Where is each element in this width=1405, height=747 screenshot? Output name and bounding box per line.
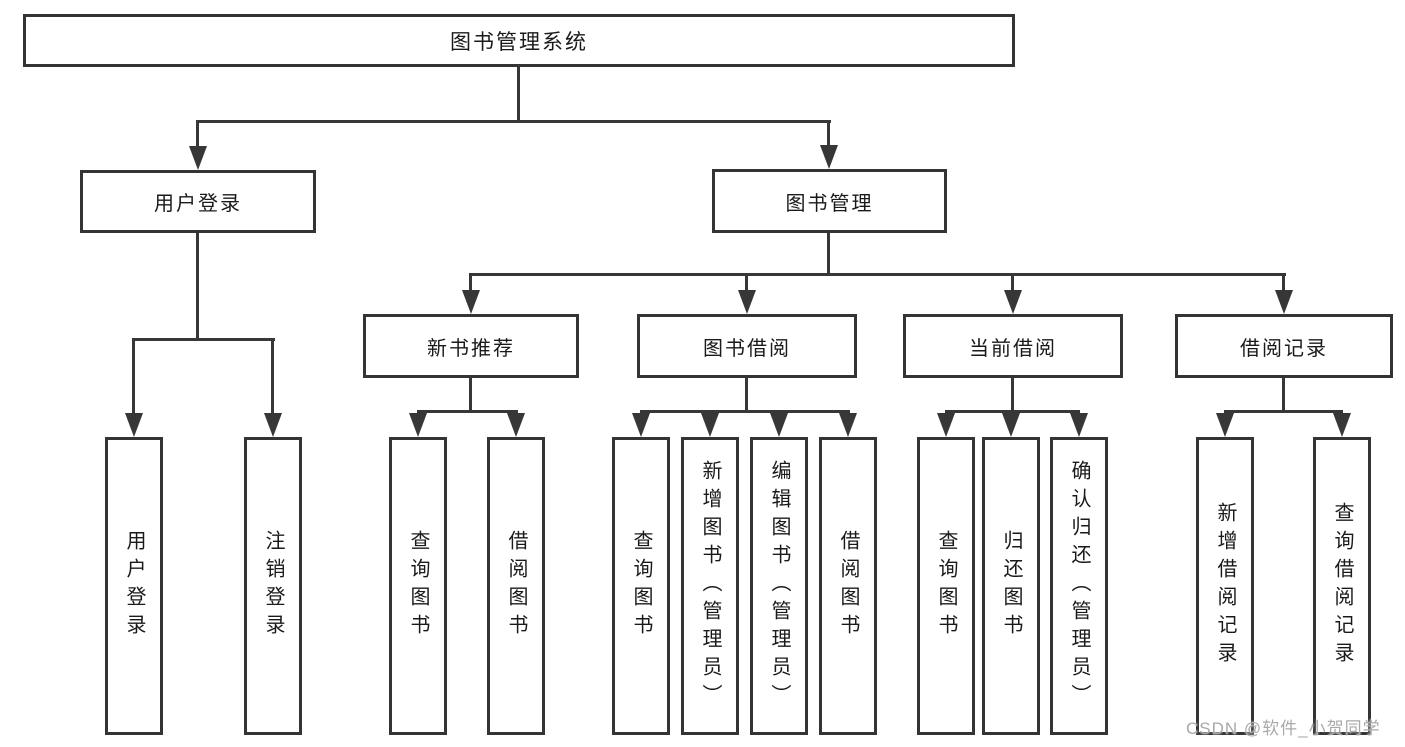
node-user-login-label: 用户登录 bbox=[154, 193, 242, 215]
connector-l3-stem bbox=[745, 273, 748, 292]
leaf-add-borrow-record: 新增借阅记录 bbox=[1196, 437, 1254, 735]
leaf-user-login-label: 用户登录 bbox=[123, 530, 145, 642]
leaf-add-book-admin-label: 新增图书（管理员） bbox=[699, 460, 721, 712]
arrowhead-down-icon bbox=[701, 413, 719, 437]
arrowhead-down-icon bbox=[1275, 290, 1293, 314]
arrowhead-down-icon bbox=[462, 290, 480, 314]
arrowhead-down-icon bbox=[839, 413, 857, 437]
arrowhead-down-icon bbox=[1333, 413, 1351, 437]
connector-leaf-stem bbox=[271, 338, 274, 415]
csdn-watermark: CSDN @软件_小贺同学 bbox=[1186, 719, 1381, 738]
leaf-add-book-admin: 新增图书（管理员） bbox=[681, 437, 739, 735]
node-borrowing-records: 借阅记录 bbox=[1175, 314, 1393, 378]
connector-user-login-split-hline bbox=[132, 338, 275, 341]
node-book-management-label: 图书管理 bbox=[785, 192, 874, 215]
node-new-book-recommend-label: 新书推荐 bbox=[427, 337, 515, 360]
node-current-borrowing-label: 当前借阅 bbox=[969, 337, 1057, 360]
leaf-return-book-label: 归还图书 bbox=[1000, 530, 1022, 642]
connector-split-vline bbox=[745, 378, 748, 410]
connector-split-vline bbox=[1011, 378, 1014, 410]
arrowhead-down-icon bbox=[1002, 413, 1020, 437]
leaf-query-borrow-record-label: 查询借阅记录 bbox=[1331, 502, 1353, 670]
connector-book-mgmt-stem bbox=[827, 120, 830, 147]
arrowhead-down-icon bbox=[632, 413, 650, 437]
connector-book-mgmt-vline bbox=[827, 233, 830, 273]
connector-split-hline bbox=[640, 410, 850, 413]
connector-l3-stem bbox=[1011, 273, 1014, 292]
leaf-query-books-recommend-label: 查询图书 bbox=[407, 530, 429, 642]
leaf-logout: 注销登录 bbox=[244, 437, 302, 735]
connector-split-hline bbox=[945, 410, 1080, 413]
arrowhead-down-icon bbox=[507, 413, 525, 437]
leaf-query-books-current-label: 查询图书 bbox=[935, 530, 957, 642]
leaf-add-borrow-record-label: 新增借阅记录 bbox=[1214, 502, 1236, 670]
leaf-logout-label: 注销登录 bbox=[262, 530, 284, 642]
arrowhead-down-icon bbox=[125, 413, 143, 437]
leaf-edit-book-admin: 编辑图书（管理员） bbox=[750, 437, 808, 735]
leaf-borrow-books-label: 借阅图书 bbox=[837, 530, 859, 642]
connector-split-vline bbox=[469, 378, 472, 410]
connector-l3-stem bbox=[1282, 273, 1285, 292]
leaf-borrow-books-recommend: 借阅图书 bbox=[487, 437, 545, 735]
connector-level2-hline bbox=[196, 120, 831, 123]
node-borrowing-records-label: 借阅记录 bbox=[1240, 337, 1328, 360]
node-book-borrowing: 图书借阅 bbox=[637, 314, 857, 378]
leaf-user-login: 用户登录 bbox=[105, 437, 163, 735]
arrowhead-down-icon bbox=[189, 146, 207, 170]
arrowhead-down-icon bbox=[820, 145, 838, 169]
node-new-book-recommend: 新书推荐 bbox=[363, 314, 579, 378]
connector-l3-stem bbox=[469, 273, 472, 292]
leaf-query-books-recommend: 查询图书 bbox=[389, 437, 447, 735]
leaf-confirm-return-admin-label: 确认归还（管理员） bbox=[1068, 460, 1090, 712]
node-user-login: 用户登录 bbox=[80, 170, 316, 233]
leaf-confirm-return-admin: 确认归还（管理员） bbox=[1050, 437, 1108, 735]
leaf-query-books-current: 查询图书 bbox=[917, 437, 975, 735]
node-current-borrowing: 当前借阅 bbox=[903, 314, 1123, 378]
arrowhead-down-icon bbox=[1216, 413, 1234, 437]
connector-split-vline bbox=[1282, 378, 1285, 410]
leaf-query-books-borrowing-label: 查询图书 bbox=[630, 530, 652, 642]
connector-leaf-stem bbox=[132, 338, 135, 415]
arrowhead-down-icon bbox=[1004, 290, 1022, 314]
connector-split-hline bbox=[1224, 410, 1343, 413]
node-library-system-label: 图书管理系统 bbox=[450, 30, 588, 54]
connector-user-login-stem bbox=[196, 120, 199, 148]
node-book-management: 图书管理 bbox=[712, 169, 947, 233]
arrowhead-down-icon bbox=[937, 413, 955, 437]
leaf-return-book: 归还图书 bbox=[982, 437, 1040, 735]
connector-root-vline bbox=[517, 67, 520, 120]
node-library-system: 图书管理系统 bbox=[23, 14, 1015, 67]
leaf-borrow-books-recommend-label: 借阅图书 bbox=[505, 530, 527, 642]
leaf-edit-book-admin-label: 编辑图书（管理员） bbox=[768, 460, 790, 712]
leaf-borrow-books: 借阅图书 bbox=[819, 437, 877, 735]
leaf-query-borrow-record: 查询借阅记录 bbox=[1313, 437, 1371, 735]
connector-split-hline bbox=[417, 410, 518, 413]
arrowhead-down-icon bbox=[770, 413, 788, 437]
connector-user-login-vline bbox=[196, 233, 199, 338]
node-book-borrowing-label: 图书借阅 bbox=[703, 337, 791, 360]
arrowhead-down-icon bbox=[264, 413, 282, 437]
arrowhead-down-icon bbox=[1070, 413, 1088, 437]
arrowhead-down-icon bbox=[738, 290, 756, 314]
leaf-query-books-borrowing: 查询图书 bbox=[612, 437, 670, 735]
connector-level3-hline bbox=[469, 273, 1286, 276]
arrowhead-down-icon bbox=[409, 413, 427, 437]
